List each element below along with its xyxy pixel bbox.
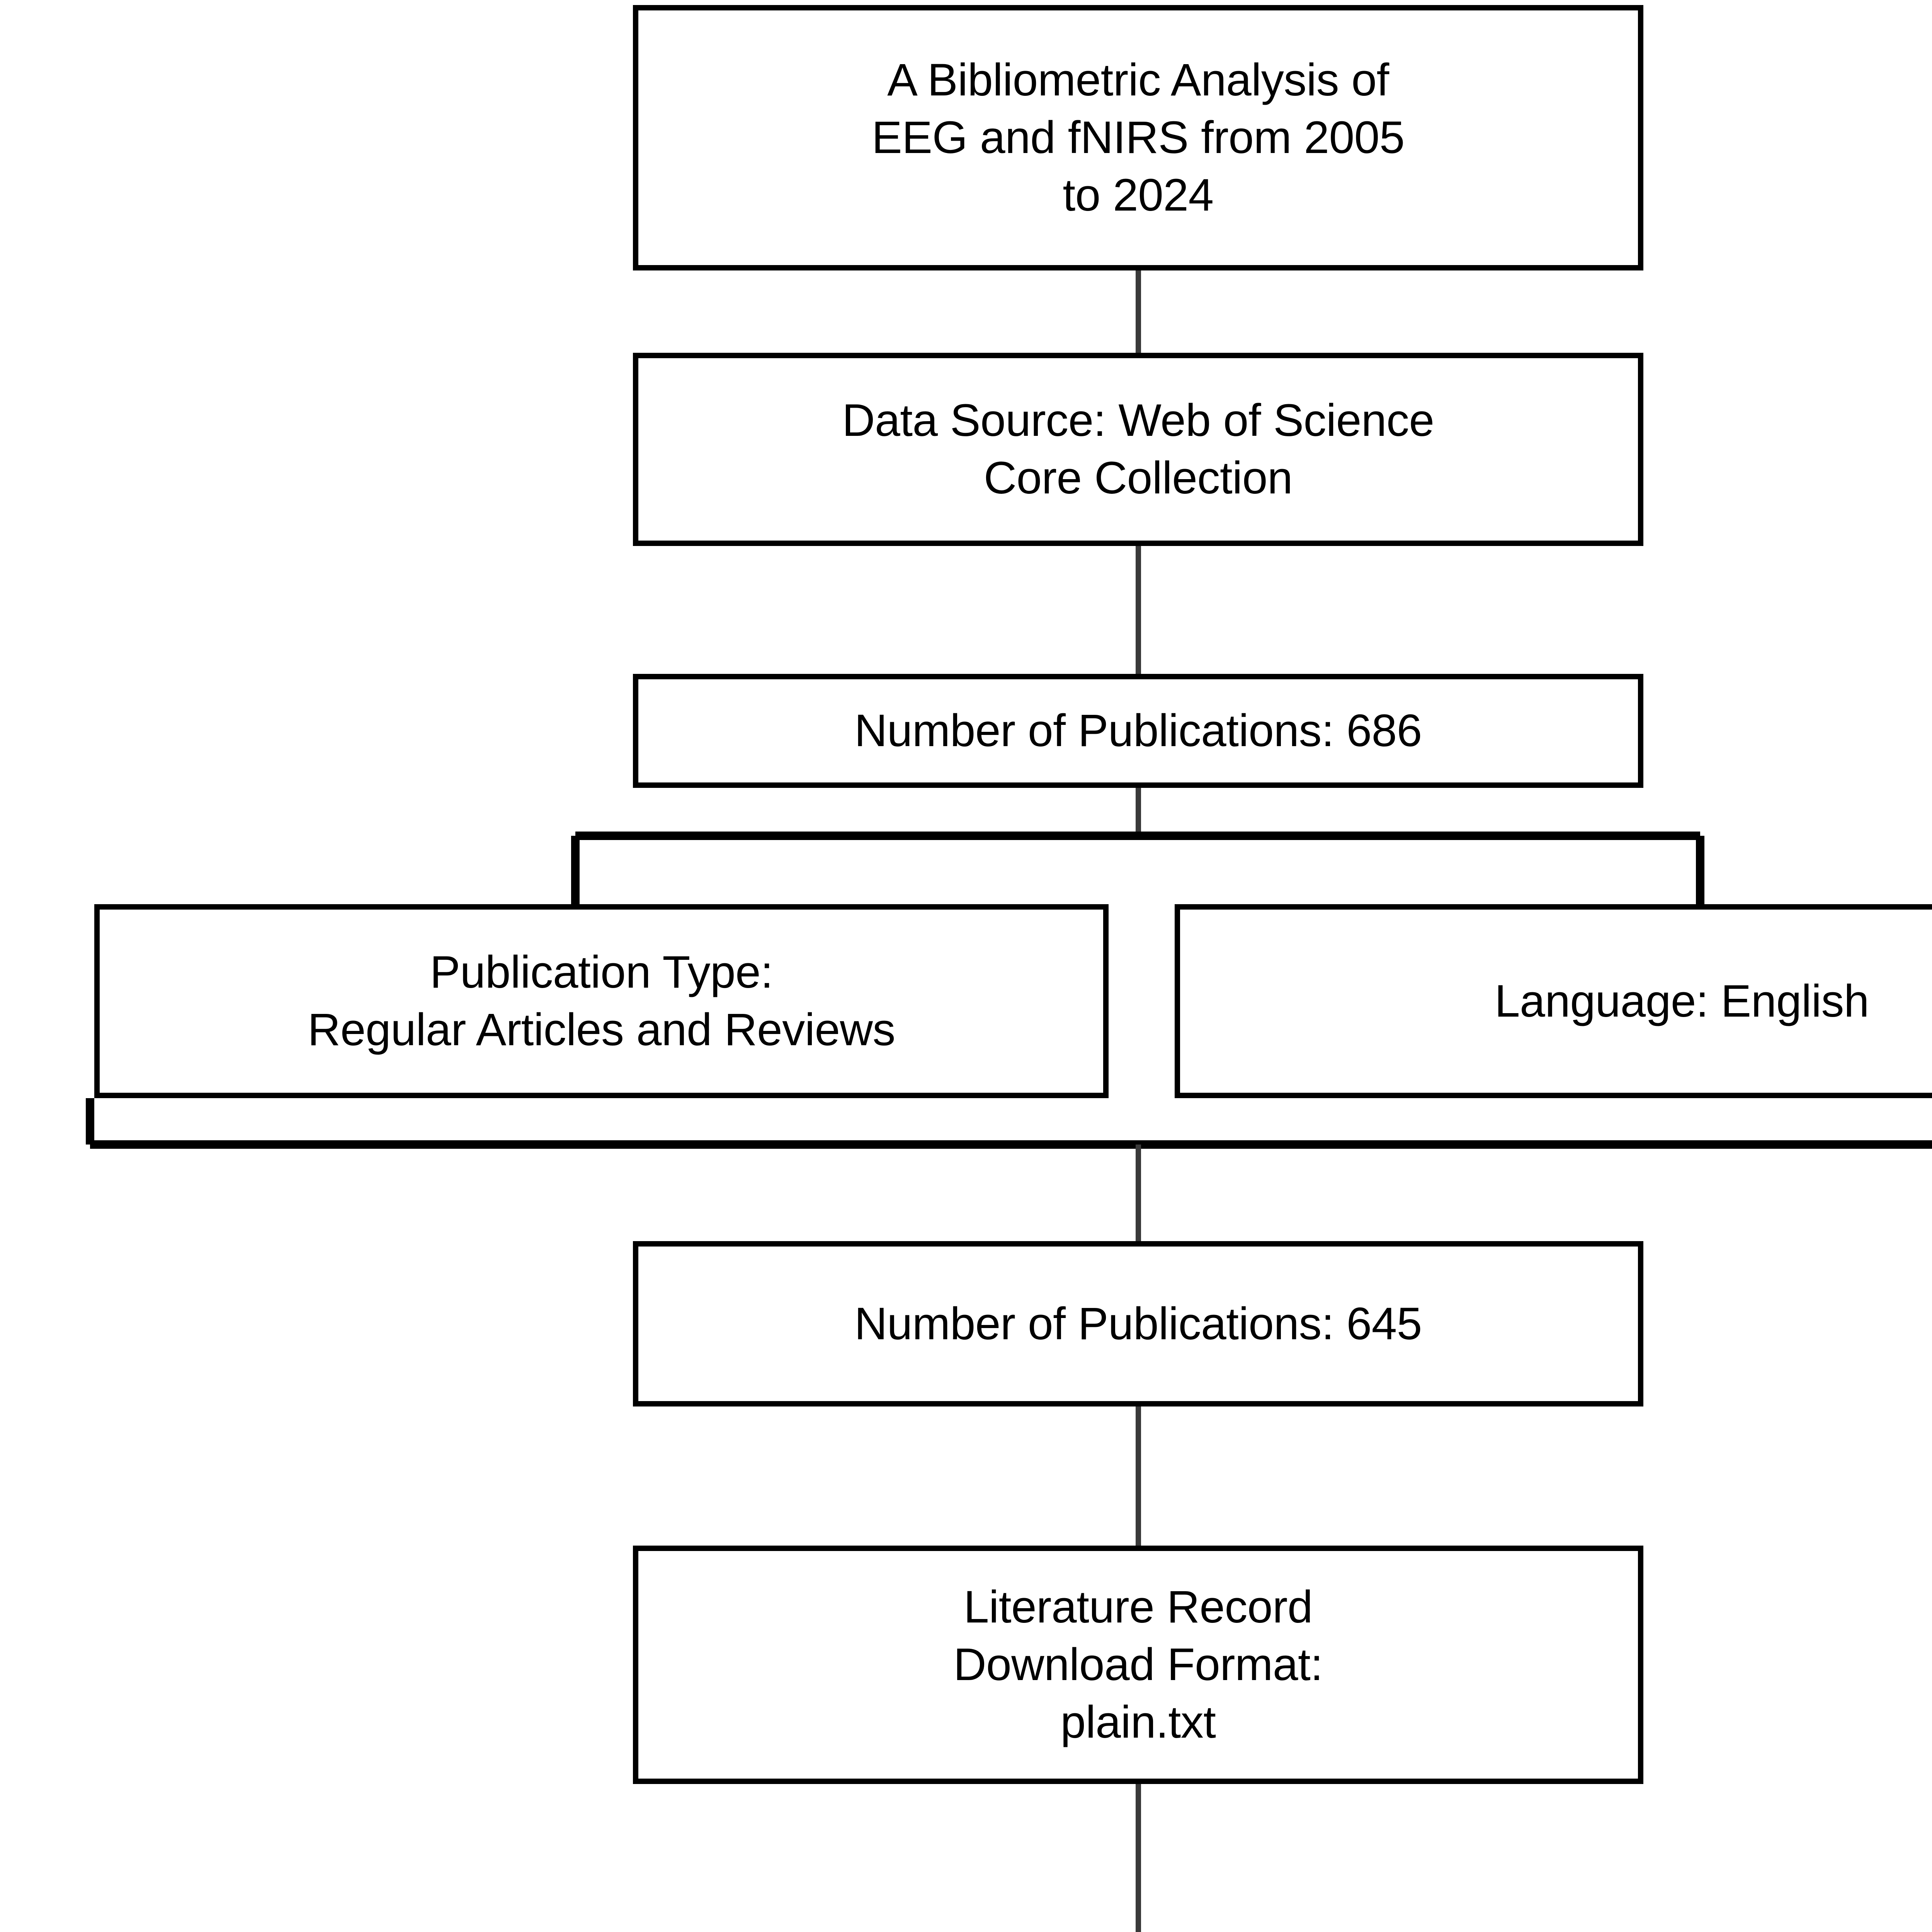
node-data-source-line-2: Core Collection bbox=[983, 452, 1293, 503]
node-data-source: Data Source: Web of Science Core Collect… bbox=[633, 353, 1643, 546]
node-download-format: Literature Record Download Format: plain… bbox=[633, 1546, 1643, 1784]
node-download-format-line-2: Download Format: bbox=[953, 1639, 1323, 1690]
node-title-line-1: A Bibliometric Analysis of bbox=[887, 54, 1389, 106]
node-title-line-2: EEG and fNIRS from 2005 bbox=[872, 112, 1405, 163]
node-publications-filtered: Number of Publications: 645 bbox=[633, 1241, 1643, 1406]
node-publications-initial: Number of Publications: 686 bbox=[633, 674, 1643, 788]
node-download-format-line-3: plain.txt bbox=[1060, 1696, 1216, 1748]
node-publications-initial-label: Number of Publications: 686 bbox=[854, 705, 1422, 757]
node-publication-type: Publication Type: Regular Articles and R… bbox=[94, 904, 1109, 1098]
node-download-format-line-1: Literature Record bbox=[963, 1582, 1313, 1633]
node-publications-filtered-label: Number of Publications: 645 bbox=[854, 1298, 1422, 1349]
node-publication-type-line-2: Regular Articles and Reviews bbox=[308, 1004, 895, 1055]
node-publication-type-line-1: Publication Type: bbox=[430, 947, 773, 998]
node-title-line-3: to 2024 bbox=[1063, 169, 1214, 221]
node-data-source-line-1: Data Source: Web of Science bbox=[842, 395, 1434, 446]
node-title: A Bibliometric Analysis of EEG and fNIRS… bbox=[633, 5, 1643, 270]
node-language: Language: English bbox=[1175, 904, 1932, 1098]
node-language-label: Language: English bbox=[1494, 975, 1869, 1027]
